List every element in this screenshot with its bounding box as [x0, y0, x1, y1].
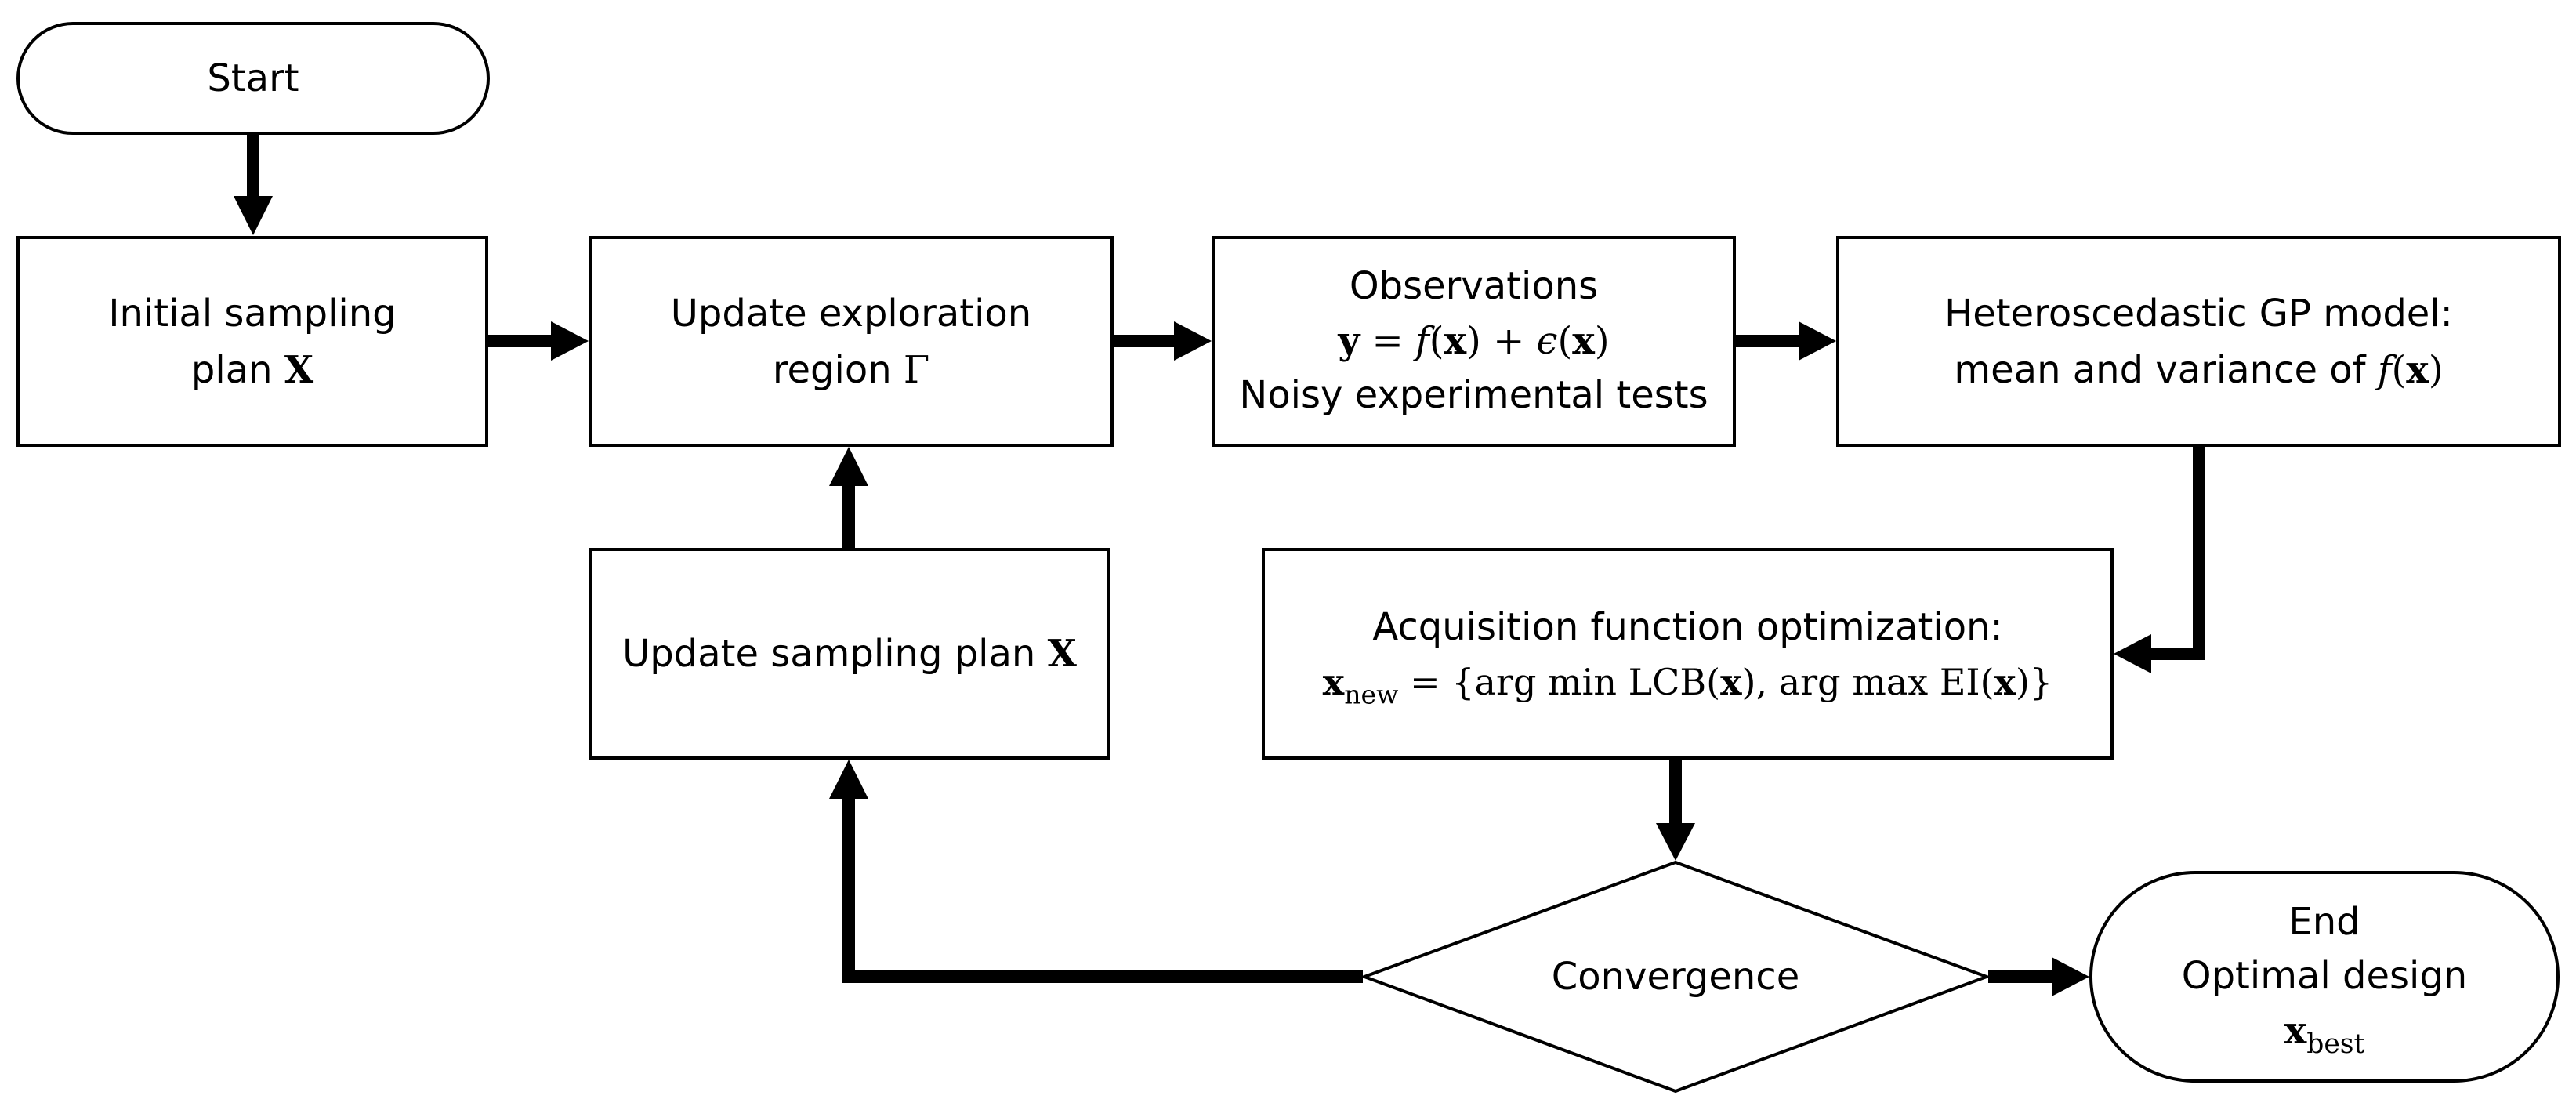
gp-open: ( — [2391, 347, 2407, 392]
convergence-decision — [1360, 860, 1991, 1094]
start-terminal — [16, 22, 490, 135]
arrow-update-plan-to-update-region — [829, 447, 868, 548]
acq-x2: x — [1994, 660, 2016, 703]
update-plan-line: Update sampling plan X — [622, 626, 1077, 682]
gp-line1: Heteroscedastic GP model: — [1944, 291, 2453, 336]
gp-line2: mean and variance of f(x) — [1954, 342, 2443, 398]
update-sampling-plan-label: Update sampling plan X — [590, 550, 1109, 758]
eq-x2: x — [1572, 318, 1595, 363]
observation-equation: y = f(x) + ϵ(x) — [1338, 314, 1609, 369]
initial-line2: plan X — [191, 342, 313, 398]
update-sampling-plan-box — [589, 548, 1110, 760]
acq-sub-new: new — [1344, 679, 1399, 710]
convergence-text: Convergence — [1551, 955, 1800, 999]
start-text: Start — [207, 56, 299, 100]
acquisition-line1: Acquisition function optimization: — [1372, 604, 2003, 649]
update-plan-text: Update sampling plan — [622, 632, 1048, 676]
convergence-label: Convergence — [1364, 862, 1987, 1091]
initial-sampling-label: Initial sampling plan X — [18, 238, 487, 445]
end-x: x — [2284, 1008, 2307, 1053]
initial-line2-text: plan — [190, 347, 284, 392]
update-region-line1: Update exploration — [670, 291, 1032, 336]
observations-line1: Observations — [1349, 264, 1599, 309]
gp-x: x — [2406, 347, 2429, 392]
eq-x1: x — [1444, 318, 1467, 363]
gp-line2-text: mean and variance of — [1954, 347, 2378, 392]
acquisition-box — [1262, 548, 2114, 760]
gamma-symbol: Γ — [903, 347, 930, 392]
start-label: Start — [18, 24, 488, 133]
acq-x: x — [1322, 660, 1345, 703]
arrow-start-to-initial — [234, 135, 273, 235]
initial-sampling-box — [16, 236, 488, 447]
end-line2: Optimal design — [2181, 954, 2468, 999]
eq-open1: ( — [1429, 318, 1444, 363]
acquisition-equation: xnew = {arg min LCB(x), arg max EI(x)} — [1323, 655, 2052, 709]
gp-f: f — [2377, 347, 2392, 392]
initial-line1: Initial sampling — [108, 291, 397, 336]
update-region-line2-text: region — [772, 347, 904, 392]
gp-close: ) — [2428, 347, 2444, 392]
eq-plus: + — [1480, 318, 1537, 363]
eq-close2: ) — [1594, 318, 1610, 363]
update-region-line2: region Γ — [773, 342, 929, 398]
eq-epsilon: ϵ — [1536, 318, 1558, 363]
eq-close1: ) — [1466, 318, 1481, 363]
end-terminal — [2089, 871, 2560, 1083]
acq-rest2: ), arg max EI( — [1741, 660, 1994, 703]
arrow-convergence-to-end — [1988, 957, 2089, 996]
eq-f: f — [1415, 318, 1429, 363]
update-exploration-box — [589, 236, 1114, 447]
end-label: End Optimal design xbest — [2091, 872, 2558, 1081]
acq-x1: x — [1720, 660, 1742, 703]
acquisition-label: Acquisition function optimization: xnew … — [1263, 550, 2112, 758]
acq-rest3: )} — [2015, 660, 2053, 703]
gp-model-box — [1836, 236, 2561, 447]
update-exploration-label: Update exploration region Γ — [590, 238, 1112, 445]
arrow-update-region-to-observations — [1114, 321, 1212, 361]
gp-model-label: Heteroscedastic GP model: mean and varia… — [1838, 238, 2560, 445]
eq-y: y — [1338, 318, 1360, 363]
arrow-initial-to-update-region — [488, 321, 589, 361]
arrow-acquisition-to-convergence — [1656, 760, 1695, 861]
initial-var-X: X — [284, 347, 314, 392]
arrow-gp-to-acquisition — [2114, 447, 2205, 673]
arrow-observations-to-gp — [1736, 321, 1836, 361]
eq-open2: ( — [1557, 318, 1573, 363]
acq-rest1: = {arg min LCB( — [1398, 660, 1721, 703]
observations-box — [1212, 236, 1736, 447]
end-line1: End — [2288, 899, 2360, 944]
arrow-convergence-to-update-plan — [829, 760, 1363, 983]
end-sub-best: best — [2306, 1028, 2365, 1060]
end-line3: xbest — [2284, 1004, 2365, 1059]
update-plan-var-X: X — [1047, 632, 1077, 676]
observations-label: Observations y = f(x) + ϵ(x) Noisy exper… — [1213, 238, 1734, 445]
eq-sign: = — [1360, 318, 1416, 363]
observations-line3: Noisy experimental tests — [1239, 373, 1708, 418]
